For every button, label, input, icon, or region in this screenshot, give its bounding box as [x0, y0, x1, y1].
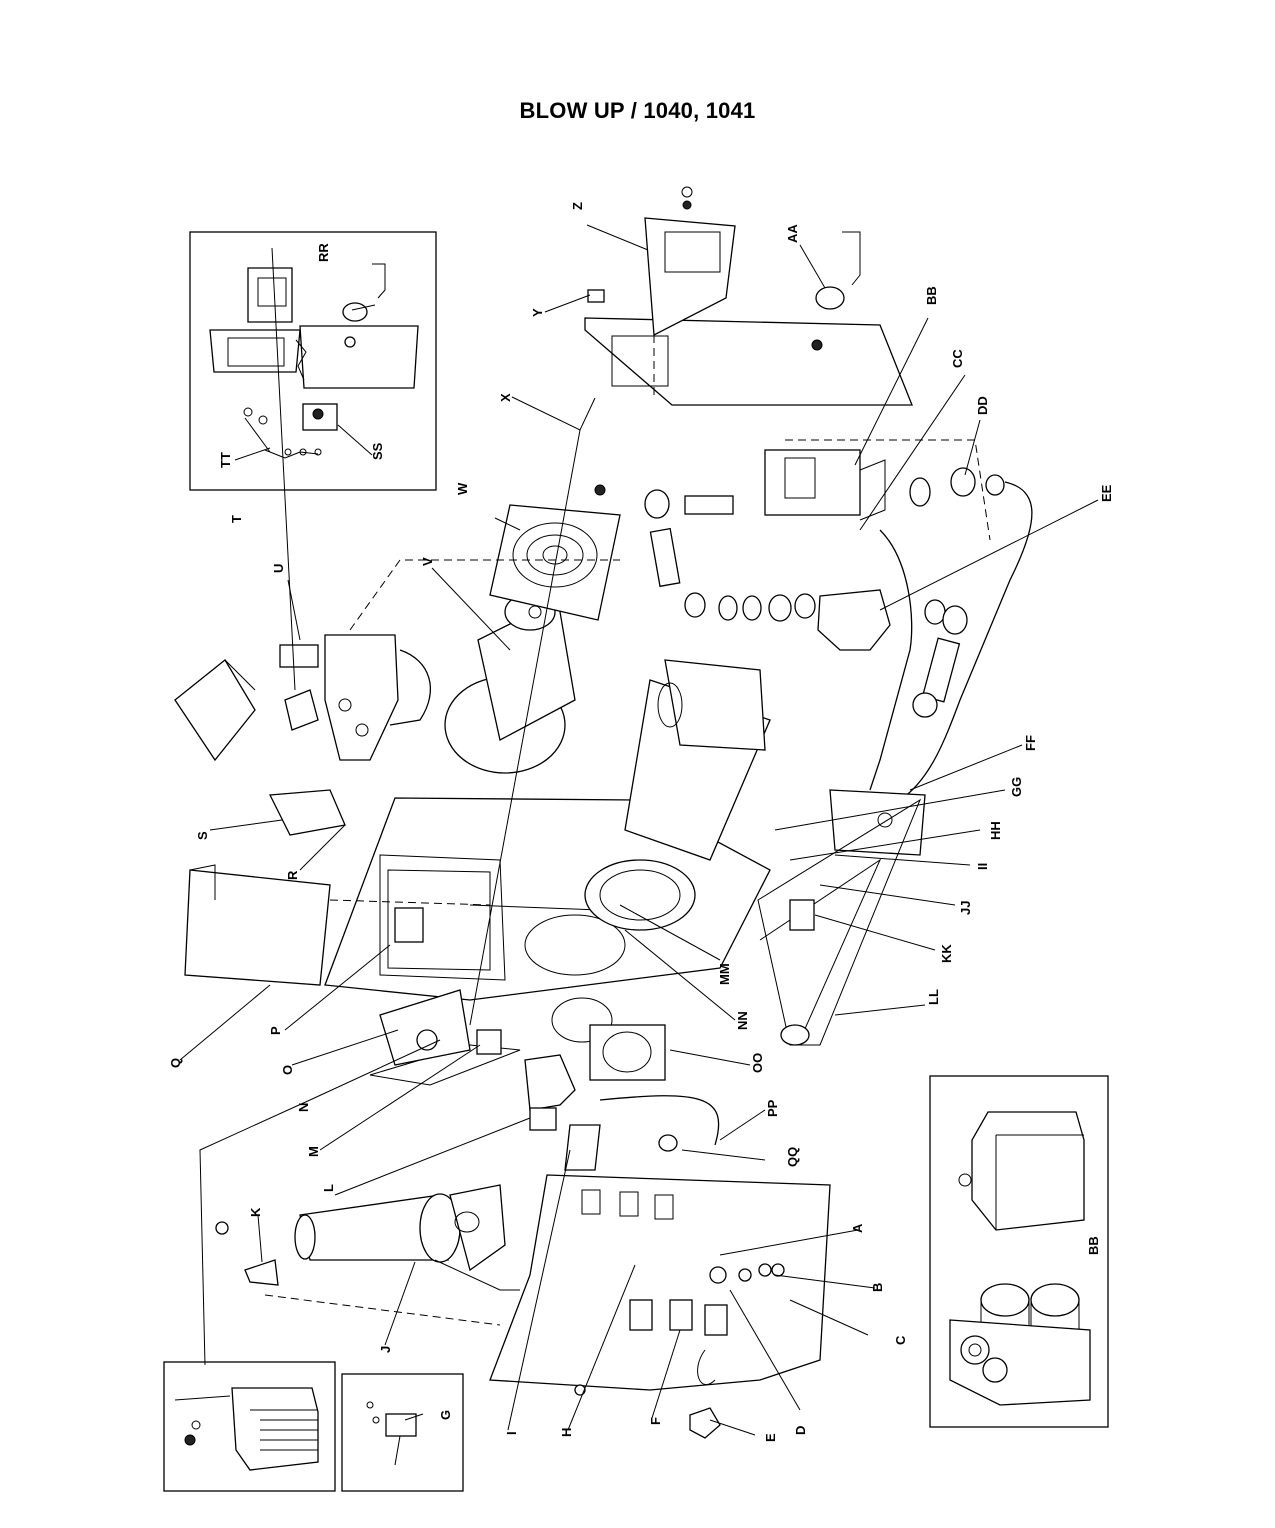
inset-top-left: [189, 231, 437, 491]
label-OO: OO: [750, 1053, 765, 1073]
label-Z: Z: [570, 202, 585, 210]
label-W: W: [455, 482, 470, 495]
label-JJ: JJ: [958, 901, 973, 915]
inset-bottom-right-BB: [929, 1075, 1109, 1428]
label-O: O: [280, 1065, 295, 1075]
leader-lines: [179, 224, 1099, 1436]
label-PP: PP: [765, 1099, 780, 1117]
label-D: D: [793, 1426, 808, 1435]
label-Y: Y: [530, 308, 545, 317]
label-HH: HH: [988, 821, 1003, 840]
label-II: II: [975, 863, 990, 870]
label-C: C: [893, 1335, 908, 1345]
inset-bottom-left-G: [341, 1373, 464, 1492]
label-J: J: [378, 1346, 393, 1353]
label-SS: SS: [370, 442, 385, 460]
label-S: S: [195, 831, 210, 840]
label-P: P: [268, 1026, 283, 1035]
label-L: L: [321, 1184, 336, 1192]
label-FF: FF: [1023, 735, 1038, 751]
label-GG: GG: [1009, 777, 1024, 797]
label-I: I: [504, 1431, 519, 1435]
label-QQ: QQ: [785, 1147, 800, 1167]
label-DD: DD: [975, 396, 990, 415]
label-NN: NN: [735, 1011, 750, 1030]
label-E: E: [763, 1433, 778, 1442]
main-drawing: [174, 186, 1033, 1439]
label-K: K: [248, 1207, 263, 1217]
label-BB: BB: [924, 286, 939, 305]
label-R: R: [285, 870, 300, 880]
label-X: X: [498, 393, 513, 402]
callout-labels: Z Y AA BB CC DD EE X W V U T S R Q P O N…: [168, 202, 1114, 1442]
page-title: BLOW UP / 1040, 1041: [519, 98, 756, 123]
label-T: T: [229, 515, 244, 523]
label-U: U: [271, 564, 286, 573]
label-MM: MM: [717, 963, 732, 985]
label-LL: LL: [926, 989, 941, 1005]
label-M: M: [306, 1146, 321, 1157]
label-Q: Q: [168, 1058, 183, 1068]
label-AA: AA: [785, 224, 800, 243]
label-EE: EE: [1099, 484, 1114, 502]
label-A: A: [850, 1223, 865, 1233]
label-N: N: [296, 1103, 311, 1112]
label-BB-inset: BB: [1086, 1236, 1101, 1255]
label-CC: CC: [950, 349, 965, 368]
label-B: B: [870, 1283, 885, 1292]
inset-bottom-left-N: [163, 1361, 336, 1492]
label-RR: RR: [316, 243, 331, 262]
label-H: H: [559, 1428, 574, 1437]
label-F: F: [648, 1417, 663, 1425]
label-KK: KK: [939, 944, 954, 963]
label-TT: TT: [218, 452, 233, 468]
label-G: G: [438, 1410, 453, 1420]
label-V: V: [420, 557, 435, 566]
